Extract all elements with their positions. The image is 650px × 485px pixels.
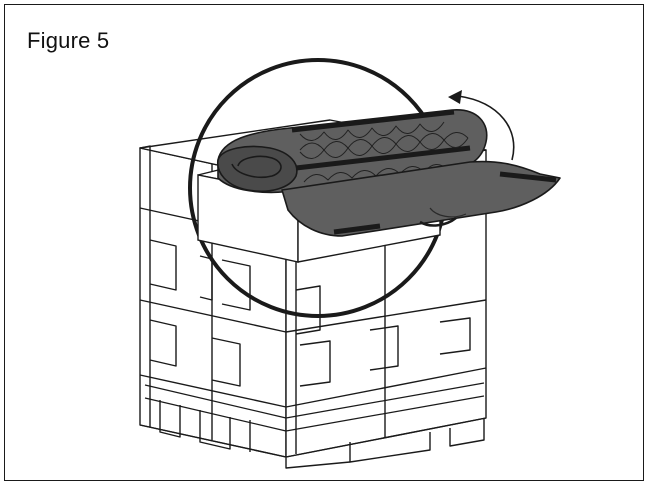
pallet-block (449, 418, 485, 447)
cover-roll-end-inner (231, 155, 282, 179)
quilt-pattern (299, 132, 469, 151)
layer-line (139, 374, 287, 408)
carton-flap (149, 239, 177, 291)
carton-flap (211, 337, 241, 387)
figure-title: Figure 5 (27, 28, 110, 53)
carton-flap (299, 340, 331, 387)
layer-line (139, 299, 287, 333)
cover-sheet-handle (419, 216, 457, 227)
quilt-pattern (299, 137, 469, 159)
layer-line (285, 367, 487, 408)
pallet-block (159, 400, 181, 438)
roll-direction-arrow (457, 95, 515, 161)
carton-flap (369, 325, 399, 371)
pallet-deck (144, 382, 485, 419)
carton-flap (295, 285, 321, 335)
pallet-bottom (285, 457, 351, 469)
cover-sheet-bottom-strap (333, 223, 381, 235)
cover-sheet-edge-strap (499, 171, 557, 183)
arrow-head-icon (448, 90, 462, 104)
carton-flap (149, 319, 177, 367)
corner-board (139, 145, 151, 427)
cover-strap (295, 145, 471, 171)
pallet-block (349, 432, 431, 463)
cover-strap (291, 109, 455, 133)
cover-roll-end (217, 145, 298, 192)
cover-sheet-fold (429, 207, 467, 218)
cover-sheet (281, 160, 561, 237)
carton-flap (199, 255, 213, 301)
pallet-deck (144, 395, 485, 432)
pallet-block (199, 410, 231, 450)
quilt-pattern (299, 121, 445, 141)
carton-flap (439, 317, 471, 355)
carton-flap (221, 259, 251, 311)
